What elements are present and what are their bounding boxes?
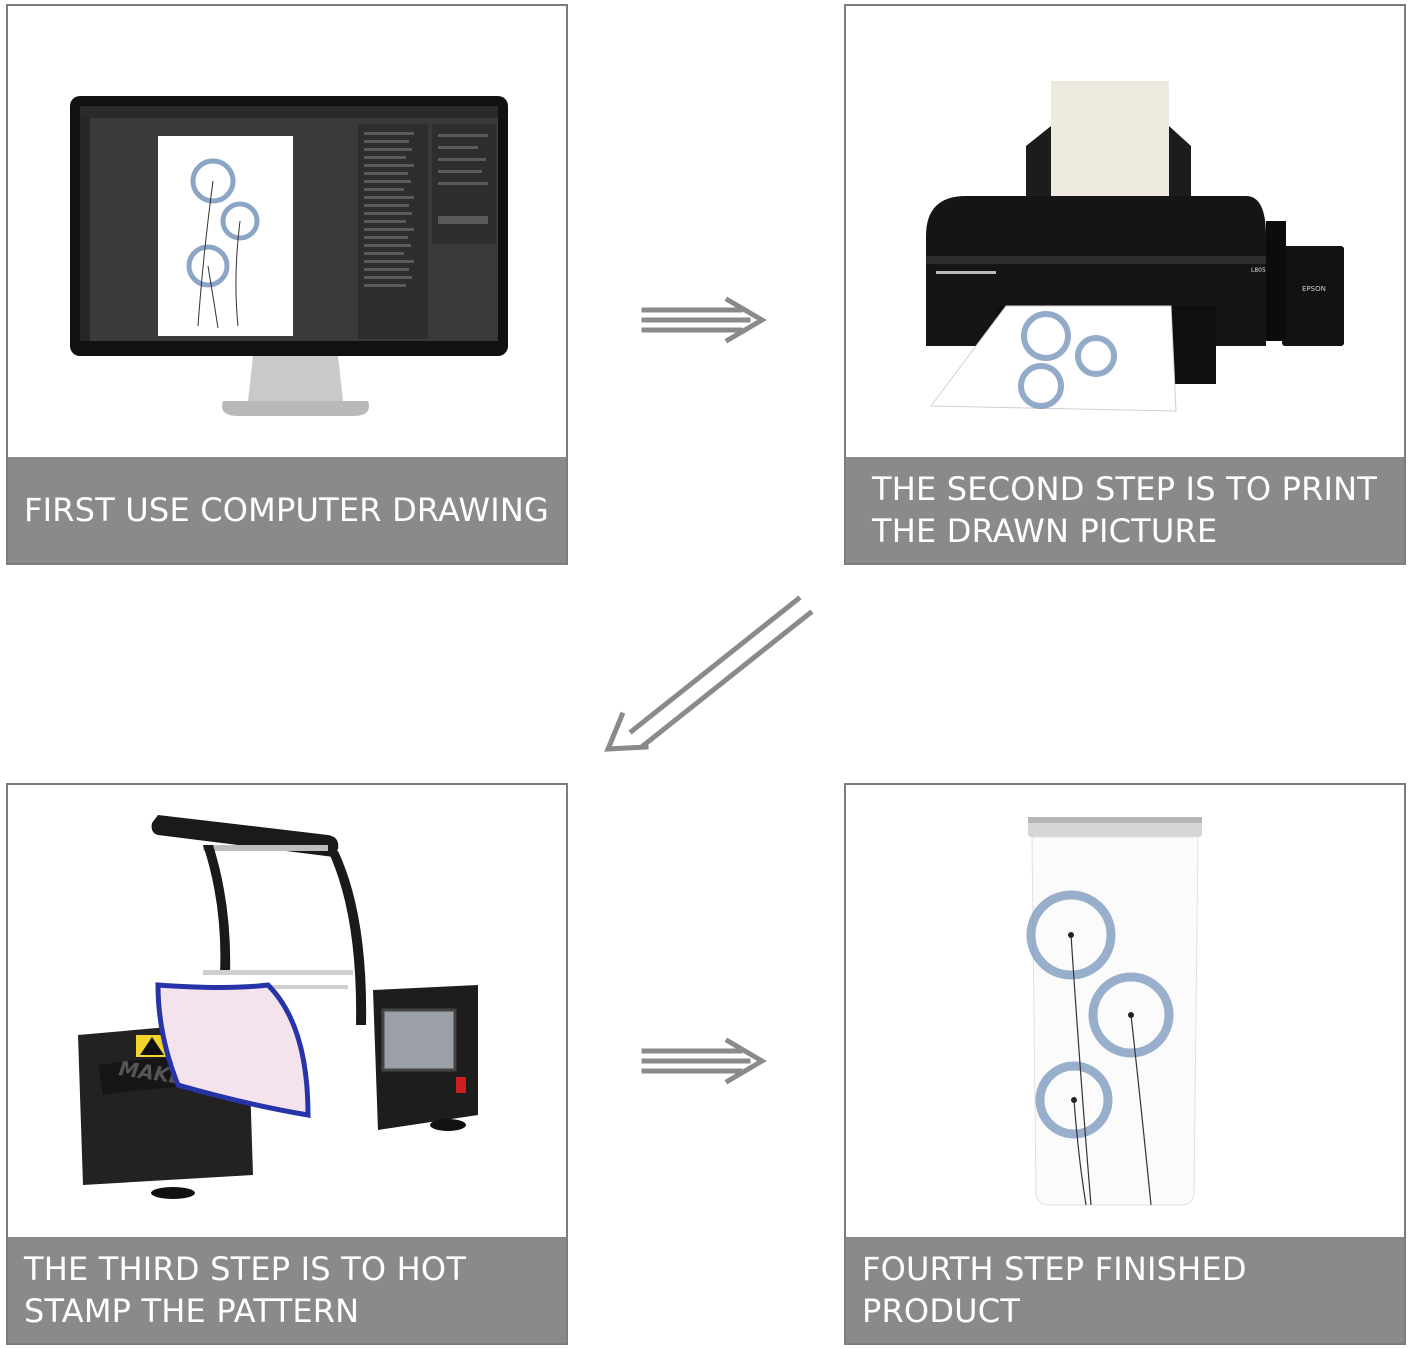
step-3-caption-text: THE THIRD STEP IS TO HOT STAMP THE PATTE…	[24, 1250, 467, 1330]
step-4-caption-text: FOURTH STEP FINISHED PRODUCT	[862, 1250, 1247, 1330]
step-1-panel: FIRST USE COMPUTER DRAWING	[6, 4, 568, 565]
step-4-caption: FOURTH STEP FINISHED PRODUCT	[846, 1237, 1404, 1343]
arrow-down-left-icon	[604, 595, 814, 752]
step-4-panel: FOURTH STEP FINISHED PRODUCT	[844, 783, 1406, 1345]
monitor-illustration	[70, 96, 508, 416]
step-2-caption: THE SECOND STEP IS TO PRINT THE DRAWN PI…	[846, 457, 1404, 563]
step-1-caption-text: FIRST USE COMPUTER DRAWING	[24, 491, 549, 529]
printer-illustration: L805 EPSON	[926, 81, 1344, 412]
step-2-panel: L805 EPSON THE SECOND STEP IS TO PRINT T…	[844, 4, 1406, 565]
heat-press-illustration: MAKESUB	[78, 815, 478, 1199]
step-1-caption: FIRST USE COMPUTER DRAWING	[8, 457, 566, 563]
printer-brand: EPSON	[1302, 285, 1326, 293]
svg-text:L805: L805	[1251, 267, 1266, 274]
arrow-right-icon	[641, 296, 767, 344]
step-2-caption-text: THE SECOND STEP IS TO PRINT THE DRAWN PI…	[872, 470, 1378, 550]
step-3-caption: THE THIRD STEP IS TO HOT STAMP THE PATTE…	[8, 1237, 566, 1343]
arrow-right-icon-2	[641, 1037, 767, 1085]
step-3-panel: MAKESUB THE THIRD STEP IS TO HOT STAMP T…	[6, 783, 568, 1345]
tumbler-illustration	[1026, 817, 1202, 1206]
